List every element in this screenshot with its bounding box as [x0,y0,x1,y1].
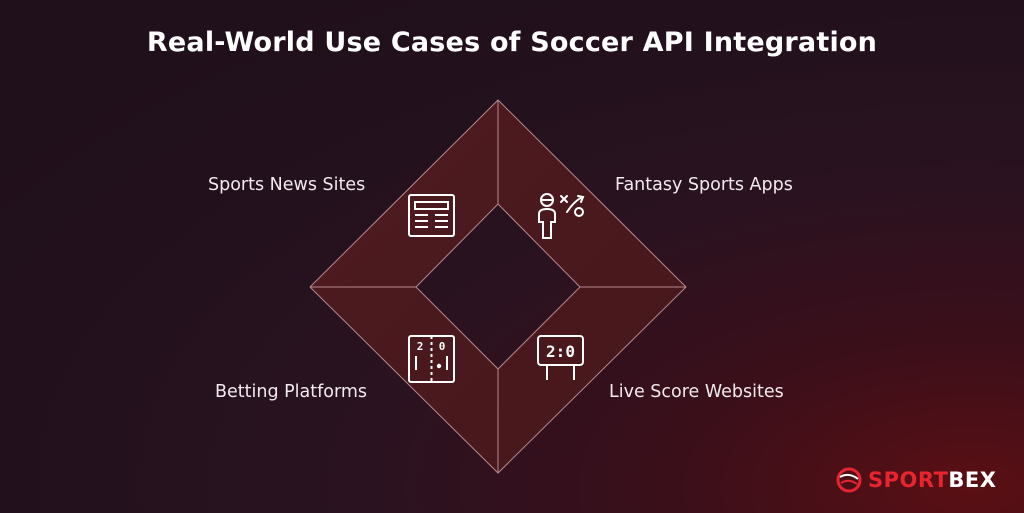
ball-logo-icon [836,467,862,493]
brand-bex: BEX [948,468,997,492]
newspaper-icon [408,194,455,237]
label-betting-platforms: Betting Platforms [215,382,368,402]
label-live-score-websites: Live Score Websites [609,382,784,402]
sportbex-logo: SPORTBEX [836,467,996,493]
brand-name: SPORTBEX [868,468,996,492]
field-score-left: 2 [417,340,424,353]
label-sports-news-sites: Sports News Sites [208,175,366,195]
scoreboard-score: 2:0 [546,342,575,361]
label-fantasy-sports-apps: Fantasy Sports Apps [615,175,793,195]
tactics-coach-icon [538,193,585,239]
scoreboard-icon [537,335,584,380]
field-score-right: 0 [439,340,446,353]
brand-sport: SPORT [868,468,949,492]
page-title: Real-World Use Cases of Soccer API Integ… [146,27,878,58]
scoreboard-field-icon [408,335,455,383]
